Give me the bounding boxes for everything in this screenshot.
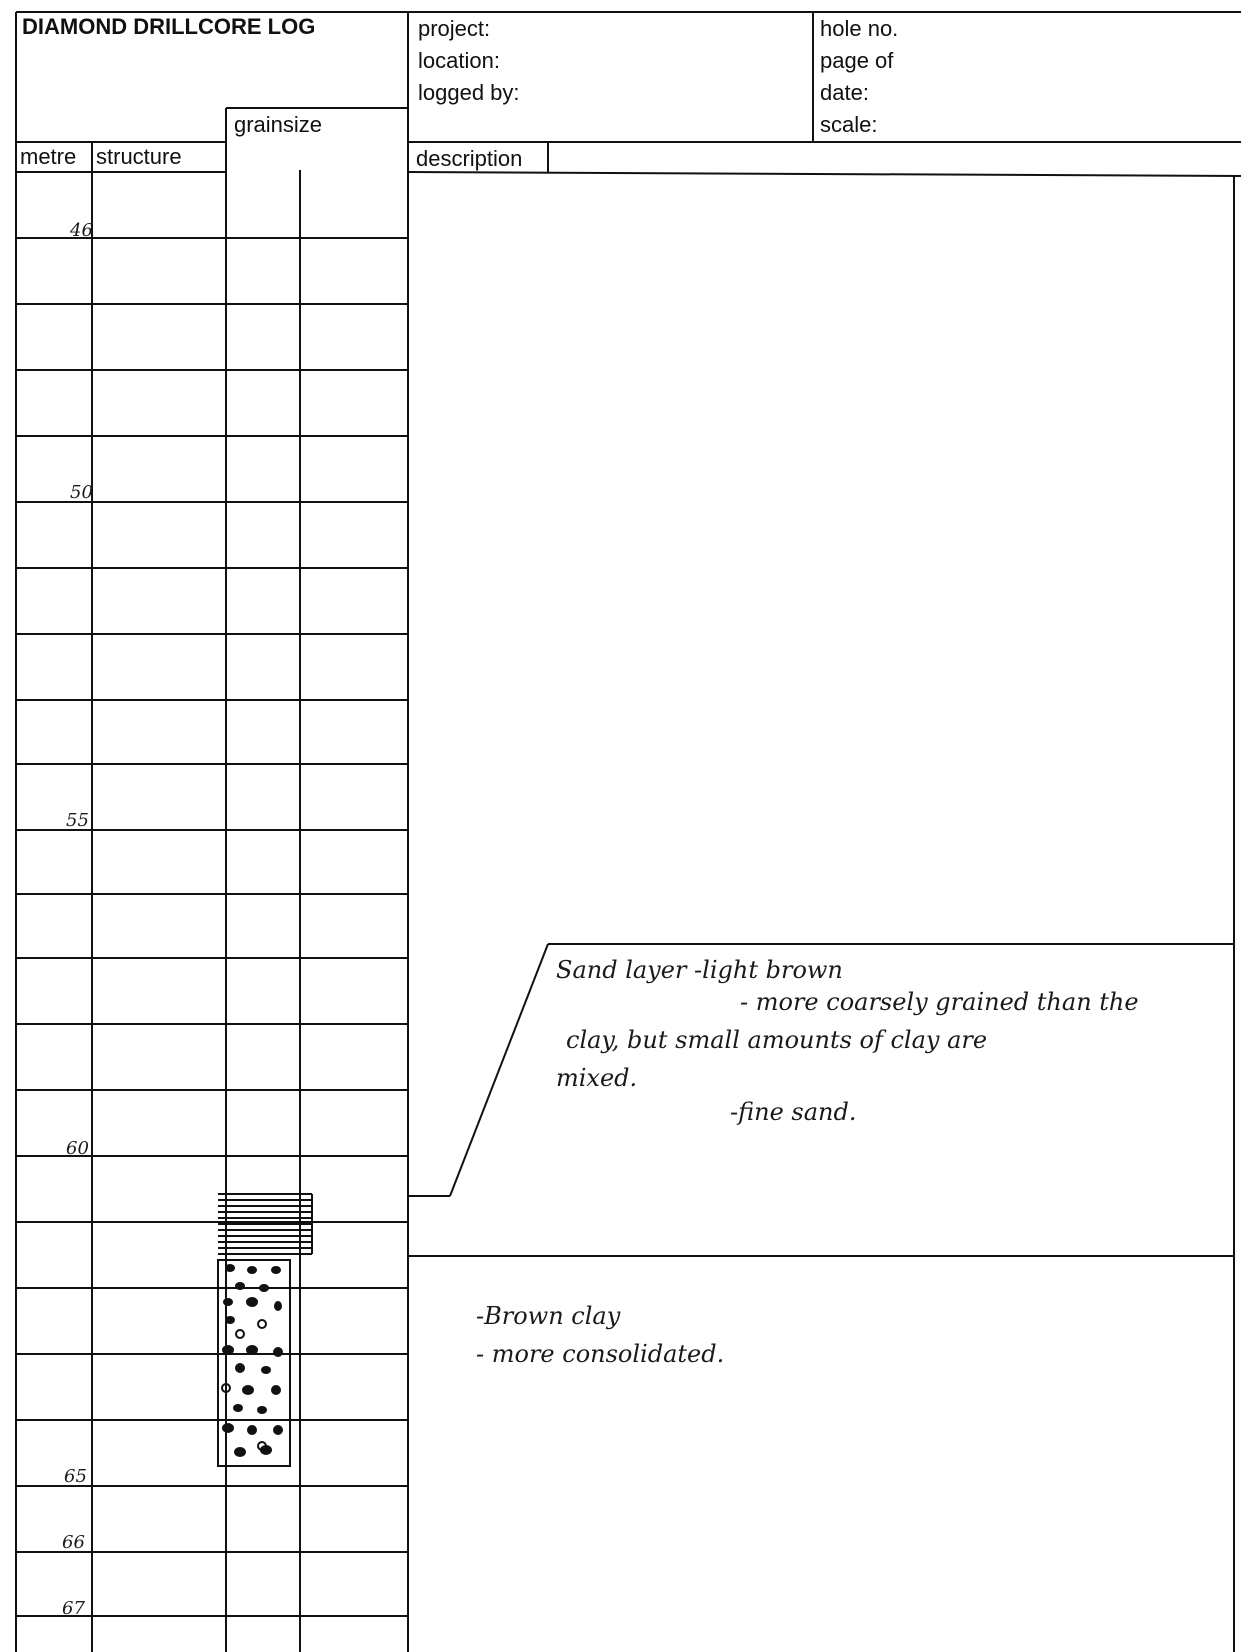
depth-label: 66 [62, 1532, 85, 1553]
depth-label: 65 [64, 1466, 87, 1487]
scale-label: scale: [820, 110, 877, 140]
logged-by-label: logged by: [418, 78, 520, 108]
sand-description-line: - more coarsely grained than the [740, 988, 1139, 1016]
metre-label: metre [20, 142, 76, 172]
clay-layer-pattern [218, 1260, 290, 1466]
page-label: page of [820, 46, 893, 76]
clay-description-line: - more consolidated. [476, 1340, 724, 1368]
form-title: DIAMOND DRILLCORE LOG [22, 12, 315, 42]
grainsize-label: grainsize [234, 110, 322, 140]
sand-description-line: mixed. [556, 1064, 637, 1092]
sand-description-line: -fine sand. [730, 1098, 856, 1126]
location-label: location: [418, 46, 500, 76]
depth-label: 60 [66, 1138, 89, 1159]
depth-label: 67 [62, 1598, 85, 1619]
sand-description-line: clay, but small amounts of clay are [566, 1026, 987, 1054]
date-label: date: [820, 78, 869, 108]
sand-description-line: Sand layer -light brown [556, 956, 843, 984]
clay-description-line: -Brown clay [476, 1302, 620, 1330]
depth-label: 55 [66, 810, 89, 831]
sand-layer-pattern [218, 1194, 312, 1254]
depth-label: 50 [70, 482, 93, 503]
hole-no-label: hole no. [820, 14, 898, 44]
depth-label: 46 [70, 220, 93, 241]
structure-label: structure [96, 142, 182, 172]
description-label: description [416, 144, 522, 174]
project-label: project: [418, 14, 490, 44]
